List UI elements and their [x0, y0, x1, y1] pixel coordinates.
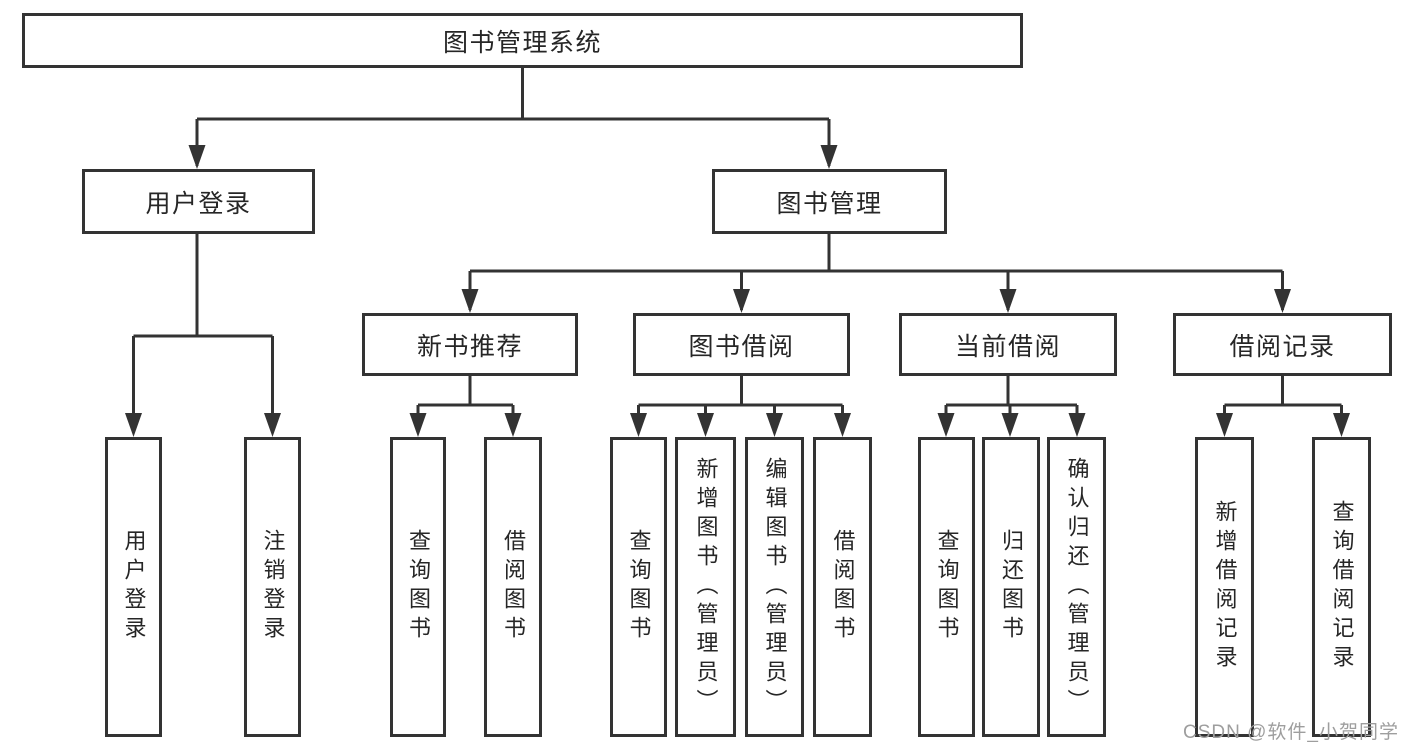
leaf-label: 查询借阅记录 [1329, 500, 1355, 674]
leaf-add-borrow-record: 新增借阅记录 [1195, 437, 1254, 737]
leaf-borrow-books-recommend: 借阅图书 [484, 437, 542, 737]
csdn-watermark: CSDN @软件_小贺同学 [1183, 722, 1399, 743]
leaf-label: 借阅图书 [501, 529, 526, 645]
leaf-label: 借阅图书 [830, 529, 856, 645]
leaf-label: 查询图书 [626, 529, 652, 645]
node-user-login: 用户登录 [82, 169, 315, 234]
leaf-confirm-return-admin: 确认归还（管理员） [1047, 437, 1106, 737]
node-library-management-system: 图书管理系统 [22, 13, 1023, 68]
leaf-label: 注销登录 [260, 529, 286, 645]
leaf-edit-book-admin: 编辑图书（管理员） [745, 437, 804, 737]
arrowhead-icons [125, 145, 1350, 437]
leaf-user-login: 用户登录 [105, 437, 162, 737]
leaf-label: 用户登录 [121, 529, 147, 645]
leaf-label: 编辑图书（管理员） [762, 456, 788, 718]
leaf-label: 查询图书 [934, 529, 960, 645]
leaf-logout: 注销登录 [244, 437, 301, 737]
leaf-query-books-borrow: 查询图书 [610, 437, 667, 737]
leaf-label: 查询图书 [406, 529, 431, 645]
leaf-label: 确认归还（管理员） [1064, 456, 1090, 718]
leaf-label: 归还图书 [999, 529, 1024, 645]
node-book-borrow: 图书借阅 [633, 313, 850, 376]
leaf-label: 新增图书（管理员） [693, 456, 719, 718]
node-current-borrow: 当前借阅 [899, 313, 1117, 376]
leaf-query-books-recommend: 查询图书 [390, 437, 446, 737]
node-book-management: 图书管理 [712, 169, 947, 234]
node-borrow-records: 借阅记录 [1173, 313, 1392, 376]
leaf-query-books-current: 查询图书 [918, 437, 975, 737]
leaf-add-book-admin: 新增图书（管理员） [675, 437, 736, 737]
leaf-borrow-books: 借阅图书 [813, 437, 872, 737]
leaf-query-borrow-record: 查询借阅记录 [1312, 437, 1371, 737]
leaf-label: 新增借阅记录 [1212, 500, 1238, 674]
leaf-return-book: 归还图书 [982, 437, 1040, 737]
node-new-book-recommend: 新书推荐 [362, 313, 578, 376]
